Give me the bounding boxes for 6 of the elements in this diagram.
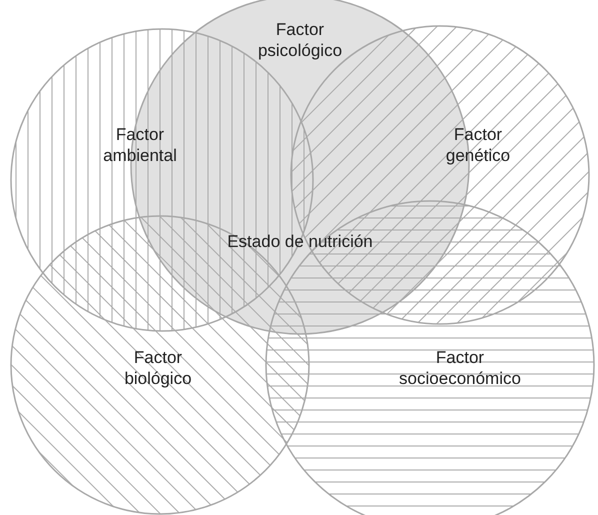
circle-label: Factor socioeconómico bbox=[398, 347, 522, 389]
circle-label: Factor genético bbox=[444, 124, 512, 166]
circle-label: Factor psicológico bbox=[256, 19, 344, 61]
circle-label: Factor biológico bbox=[123, 347, 193, 389]
circle-label: Factor ambiental bbox=[102, 124, 178, 166]
center-label: Estado de nutrición bbox=[226, 231, 374, 252]
